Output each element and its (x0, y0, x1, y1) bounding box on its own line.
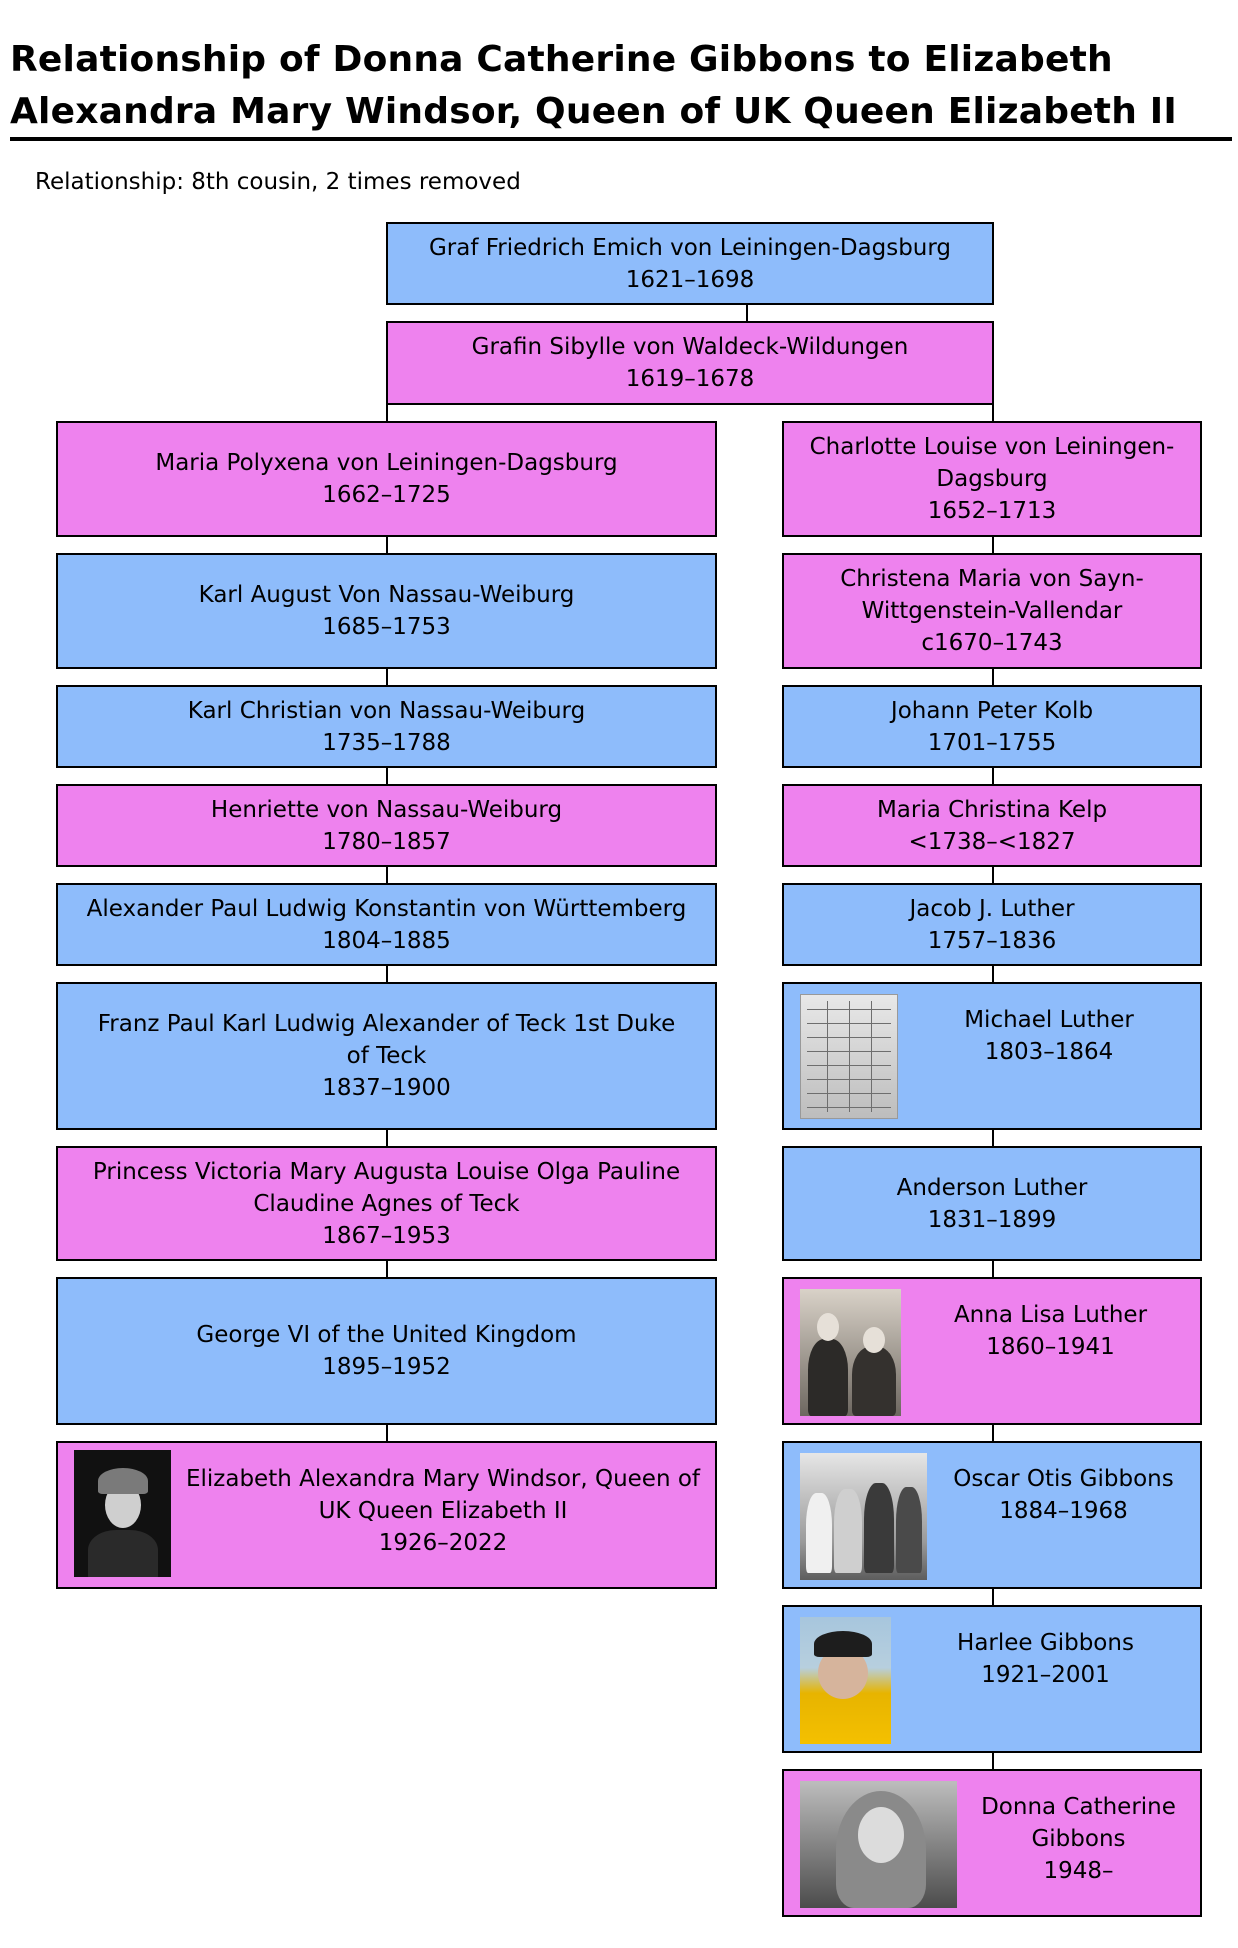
connector-line (386, 865, 388, 885)
person-name: Grafin Sibylle von Waldeck-Wildungen (471, 334, 909, 360)
person-name: Anderson Luther (896, 1174, 1088, 1201)
person-name: Elizabeth Alexandra Mary Windsor, Queen … (185, 1466, 701, 1524)
person-dates: 1884–1968 (999, 1498, 1128, 1524)
person-box-common-ancestor-father[interactable]: Graf Friedrich Emich von Leiningen-Dagsb… (386, 222, 994, 305)
person-name: Jacob J. Luther (909, 895, 1075, 922)
connector-line (386, 535, 388, 555)
person-box-left-7[interactable]: Princess Victoria Mary Augusta Louise Ol… (56, 1146, 717, 1261)
person-name: Donna Catherine Gibbons (981, 1794, 1176, 1852)
person-box-right-1[interactable]: Charlotte Louise von Leiningen-Dagsburg 1… (782, 421, 1202, 537)
person-name: Christena Maria von Sayn-Wittgenstein-Va… (840, 566, 1144, 624)
connector-line (992, 766, 994, 786)
person-name: Harlee Gibbons (957, 1630, 1134, 1656)
person-name: Graf Friedrich Emich von Leiningen-Dagsb… (428, 234, 952, 261)
person-dates: 1701–1755 (927, 729, 1057, 756)
person-dates: 1735–1788 (322, 729, 451, 756)
connector-line (386, 403, 388, 423)
person-name: Karl Christian von Nassau-Weiburg (187, 697, 586, 724)
person-dates: 1621–1698 (625, 266, 755, 293)
person-dates: 1831–1899 (927, 1206, 1057, 1233)
couple-photo (800, 1289, 901, 1416)
person-name: Maria Polyxena von Leiningen-Dagsburg (155, 450, 618, 476)
connector-line (746, 303, 748, 323)
person-box-left-2[interactable]: Karl August Von Nassau-Weiburg 1685–1753 (56, 553, 717, 669)
connector-line (992, 1751, 994, 1771)
person-name: Charlotte Louise von Leiningen-Dagsburg (809, 434, 1175, 492)
person-dates: 1926–2022 (378, 1530, 508, 1556)
person-dates: 1867–1953 (322, 1222, 451, 1249)
person-dates: 1652–1713 (927, 498, 1057, 524)
person-box-right-7[interactable]: Anderson Luther 1831–1899 (782, 1146, 1202, 1261)
person-box-right-9[interactable]: Oscar Otis Gibbons 1884–1968 (782, 1441, 1202, 1589)
person-box-left-3[interactable]: Karl Christian von Nassau-Weiburg 1735–17… (56, 685, 717, 768)
group-photo (800, 1453, 927, 1580)
person-box-right-5[interactable]: Jacob J. Luther 1757–1836 (782, 883, 1202, 966)
person-name: Anna Lisa Luther (953, 1302, 1148, 1328)
person-box-right-11[interactable]: Donna Catherine Gibbons 1948– (782, 1769, 1202, 1917)
person-box-right-6[interactable]: Michael Luther 1803–1864 (782, 982, 1202, 1130)
connector-line (992, 535, 994, 555)
person-box-right-10[interactable]: Harlee Gibbons 1921–2001 (782, 1605, 1202, 1753)
person-box-left-6[interactable]: Franz Paul Karl Ludwig Alexander of Teck… (56, 982, 717, 1130)
person-box-left-8[interactable]: George VI of the United Kingdom 1895–1952 (56, 1277, 717, 1425)
connector-line (992, 964, 994, 984)
person-name: Alexander Paul Ludwig Konstantin von Wür… (86, 895, 687, 922)
connector-line (386, 964, 388, 984)
person-dates: 1804–1885 (322, 927, 451, 954)
person-dates: 1662–1725 (322, 482, 451, 508)
connector-line (992, 667, 994, 687)
person-dates: 1619–1678 (625, 366, 755, 392)
connector-line (992, 1128, 994, 1148)
connector-line (992, 865, 994, 885)
person-box-right-8[interactable]: Anna Lisa Luther 1860–1941 (782, 1277, 1202, 1425)
person-dates: 1803–1864 (984, 1039, 1114, 1065)
connector-line (386, 1128, 388, 1148)
person-dates: 1948– (1043, 1858, 1114, 1884)
person-name: Michael Luther (964, 1007, 1134, 1033)
person-box-left-9[interactable]: Elizabeth Alexandra Mary Windsor, Queen … (56, 1441, 717, 1589)
person-box-right-3[interactable]: Johann Peter Kolb 1701–1755 (782, 685, 1202, 768)
person-name: Maria Christina Kelp (876, 796, 1108, 823)
person-box-left-1[interactable]: Maria Polyxena von Leiningen-Dagsburg 166… (56, 421, 717, 537)
person-name: George VI of the United Kingdom (196, 1322, 577, 1348)
connector-line (386, 1423, 388, 1443)
portrait-photo (74, 1450, 171, 1577)
person-dates: 1837–1900 (322, 1075, 451, 1101)
page-title: Relationship of Donna Catherine Gibbons … (10, 39, 1177, 132)
man-in-yellow-jacket-photo (800, 1617, 891, 1744)
person-name: Johann Peter Kolb (890, 697, 1094, 724)
person-dates: 1860–1941 (986, 1334, 1115, 1360)
child-photo (800, 1781, 957, 1908)
connector-line (992, 403, 994, 423)
person-dates: 1921–2001 (981, 1662, 1110, 1688)
person-name: Henriette von Nassau-Weiburg (210, 796, 563, 823)
relationship-summary: Relationship: 8th cousin, 2 times remove… (35, 169, 521, 195)
person-name: Karl August Von Nassau-Weiburg (198, 582, 575, 608)
person-box-right-2[interactable]: Christena Maria von Sayn-Wittgenstein-Va… (782, 553, 1202, 669)
connector-line (386, 766, 388, 786)
connector-line (992, 1587, 994, 1607)
connector-line (386, 1259, 388, 1279)
person-name: Oscar Otis Gibbons (953, 1466, 1174, 1492)
person-dates: c1670–1743 (921, 630, 1063, 656)
title-divider (10, 137, 1232, 141)
connector-line (992, 1423, 994, 1443)
person-dates: 1895–1952 (322, 1354, 451, 1380)
person-box-common-ancestor-mother[interactable]: Grafin Sibylle von Waldeck-Wildungen 1619… (386, 321, 994, 405)
person-dates: <1738–<1827 (908, 828, 1076, 855)
person-box-left-4[interactable]: Henriette von Nassau-Weiburg 1780–1857 (56, 784, 717, 867)
person-dates: 1757–1836 (927, 927, 1057, 954)
person-dates: 1780–1857 (322, 828, 451, 855)
person-box-left-5[interactable]: Alexander Paul Ludwig Konstantin von Wür… (56, 883, 717, 966)
census-document-photo (800, 994, 898, 1119)
person-name: Princess Victoria Mary Augusta Louise Ol… (92, 1158, 681, 1217)
person-name: Franz Paul Karl Ludwig Alexander of Teck… (97, 1011, 676, 1069)
connector-line (386, 667, 388, 687)
person-box-right-4[interactable]: Maria Christina Kelp <1738–<1827 (782, 784, 1202, 867)
connector-line (992, 1259, 994, 1279)
person-dates: 1685–1753 (322, 614, 451, 640)
